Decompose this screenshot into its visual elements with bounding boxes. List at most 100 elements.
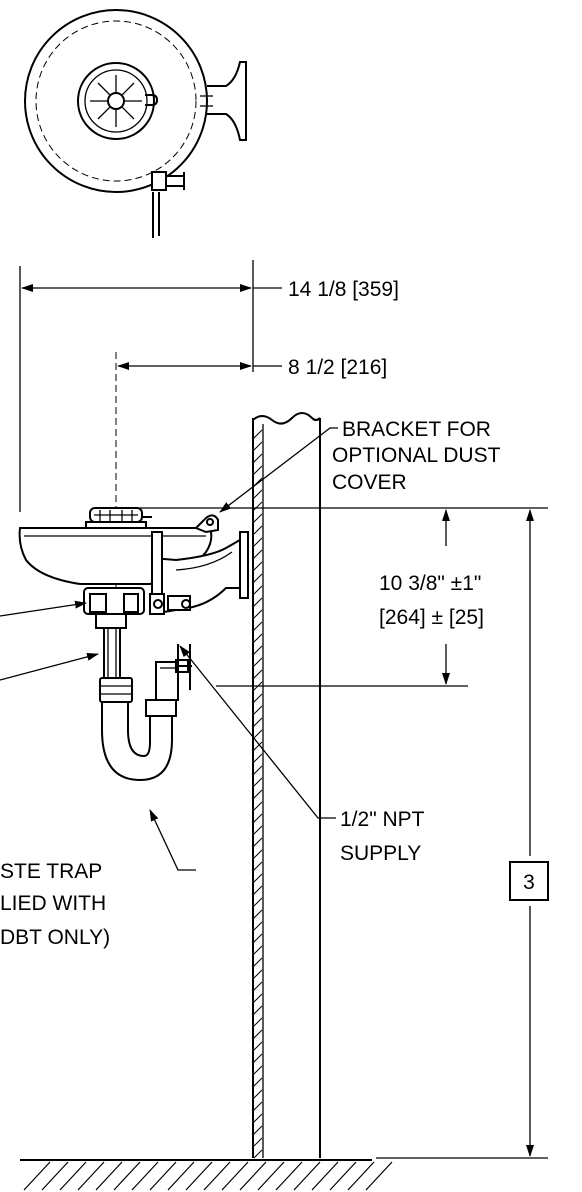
floor-hatch-stroke — [167, 1161, 195, 1191]
wall-hatch-stroke — [253, 1041, 263, 1051]
wall-hatch-stroke — [253, 669, 263, 679]
supply-leader — [179, 645, 336, 819]
wall-hatch-stroke — [253, 1089, 263, 1099]
wall-hatch-stroke — [253, 693, 263, 703]
valve-body — [83, 587, 191, 615]
drain-tailpiece — [95, 613, 127, 679]
floor-hatch-stroke — [239, 1161, 267, 1191]
wall-flange — [239, 531, 249, 599]
wall-hatch-stroke — [253, 981, 263, 991]
trap-leader — [149, 809, 196, 871]
floor-hatch-stroke — [365, 1161, 393, 1191]
wall-hatch-stroke — [253, 717, 263, 727]
wall-hatch-stroke — [253, 897, 263, 907]
floor-hatch-stroke — [347, 1161, 375, 1191]
dim-center-offset-label: 8 1/2 [216] — [288, 356, 387, 379]
floor-section — [20, 1159, 393, 1191]
valve-leader — [0, 600, 87, 617]
wall-hatch-stroke — [253, 525, 263, 535]
bracket-leader — [219, 427, 338, 513]
wall-hatch-stroke — [253, 645, 263, 655]
wall-bracket-top — [200, 61, 247, 141]
wall-hatch-stroke — [253, 945, 263, 955]
top-view-tab — [145, 94, 159, 106]
leader-lines — [0, 427, 338, 871]
wall-hatch-stroke — [253, 429, 263, 439]
floor-hatch-stroke — [293, 1161, 321, 1191]
floor-hatch-stroke — [329, 1161, 357, 1191]
wall-hatch-stroke — [253, 825, 263, 835]
wall-hatch-stroke — [253, 657, 263, 667]
wall-hatch-stroke — [253, 1053, 263, 1063]
wall-hatch-stroke — [253, 561, 263, 571]
dimension-lines — [19, 260, 549, 1159]
height-ref-box — [509, 861, 549, 901]
support-bracket-rib — [175, 551, 233, 571]
wall-hatch-stroke — [253, 1017, 263, 1027]
wall-hatch-stroke — [253, 501, 263, 511]
top-view — [24, 9, 247, 238]
wall-hatch-stroke — [253, 933, 263, 943]
bracket-callout-line3: COVER — [332, 471, 407, 494]
dim-rim-drop-label-2: [264] ± [25] — [379, 606, 484, 629]
wall-hatch-stroke — [253, 765, 263, 775]
wall-hatch-stroke — [253, 885, 263, 895]
floor-hatch-stroke — [131, 1161, 159, 1191]
wall-hatch-stroke — [253, 1149, 263, 1159]
wall-break-line — [252, 412, 321, 425]
fixture-side-view — [18, 352, 249, 782]
wall-hatch-stroke — [253, 729, 263, 739]
wall-hatch-stroke — [253, 1137, 263, 1147]
floor-hatch-stroke — [23, 1161, 51, 1191]
wall-hatch-stroke — [253, 957, 263, 967]
wall-hatch-stroke — [253, 1113, 263, 1123]
wall-hatch-stroke — [253, 597, 263, 607]
wall-hatch-stroke — [253, 1065, 263, 1075]
floor-hatch-stroke — [311, 1161, 339, 1191]
supply-callout-line1: 1/2" NPT — [340, 808, 425, 831]
wall-hatch-stroke — [253, 1029, 263, 1039]
wall-hatch — [253, 429, 263, 1159]
floor-hatch-stroke — [221, 1161, 249, 1191]
trap-callout-line1: STE TRAP — [0, 860, 102, 883]
dim-overall-width-label: 14 1/8 [359] — [288, 278, 399, 301]
wall-section — [252, 412, 321, 1159]
wall-hatch-stroke — [253, 861, 263, 871]
floor-hatch-stroke — [257, 1161, 285, 1191]
dim-rim-drop-label-1: 10 3/8" ±1" — [379, 572, 481, 595]
floor-hatch-stroke — [77, 1161, 105, 1191]
floor-hatch-stroke — [275, 1161, 303, 1191]
wall-hatch-stroke — [253, 813, 263, 823]
wall-hatch-stroke — [253, 753, 263, 763]
wall-hatch-stroke — [253, 513, 263, 523]
wall-hatch-stroke — [253, 921, 263, 931]
wall-hatch-stroke — [253, 969, 263, 979]
wall-hatch-stroke — [253, 453, 263, 463]
wall-hatch-stroke — [253, 1125, 263, 1135]
wall-hatch-stroke — [253, 465, 263, 475]
floor-hatch-stroke — [185, 1161, 213, 1191]
wall-hatch-stroke — [253, 1101, 263, 1111]
wall-hatch-stroke — [253, 1077, 263, 1087]
floor-hatch-stroke — [95, 1161, 123, 1191]
tailpiece-leader — [0, 652, 99, 681]
wall-hatch-stroke — [253, 441, 263, 451]
floor-hatch-stroke — [203, 1161, 231, 1191]
wall-hatch-stroke — [253, 801, 263, 811]
wall-hatch-stroke — [253, 993, 263, 1003]
wall-hatch-stroke — [253, 873, 263, 883]
wall-hatch-stroke — [253, 909, 263, 919]
wall-hatch-stroke — [253, 549, 263, 559]
annotations: 14 1/8 [359] 8 1/2 [216] BRACKET FOR OPT… — [0, 278, 535, 949]
wall-hatch-stroke — [253, 849, 263, 859]
dust-cover-bracket-pin — [206, 518, 214, 526]
wall-hatch-stroke — [253, 741, 263, 751]
trap-callout-line3: DBT ONLY) — [0, 926, 110, 949]
supply-callout-line2: SUPPLY — [340, 842, 421, 865]
spray-head-outer — [77, 62, 155, 140]
spray-head-grille — [90, 75, 142, 127]
wall-hatch-stroke — [253, 705, 263, 715]
floor-hatch-stroke — [41, 1161, 69, 1191]
supply-valve-top — [151, 171, 185, 238]
spray-head-side — [85, 507, 152, 529]
